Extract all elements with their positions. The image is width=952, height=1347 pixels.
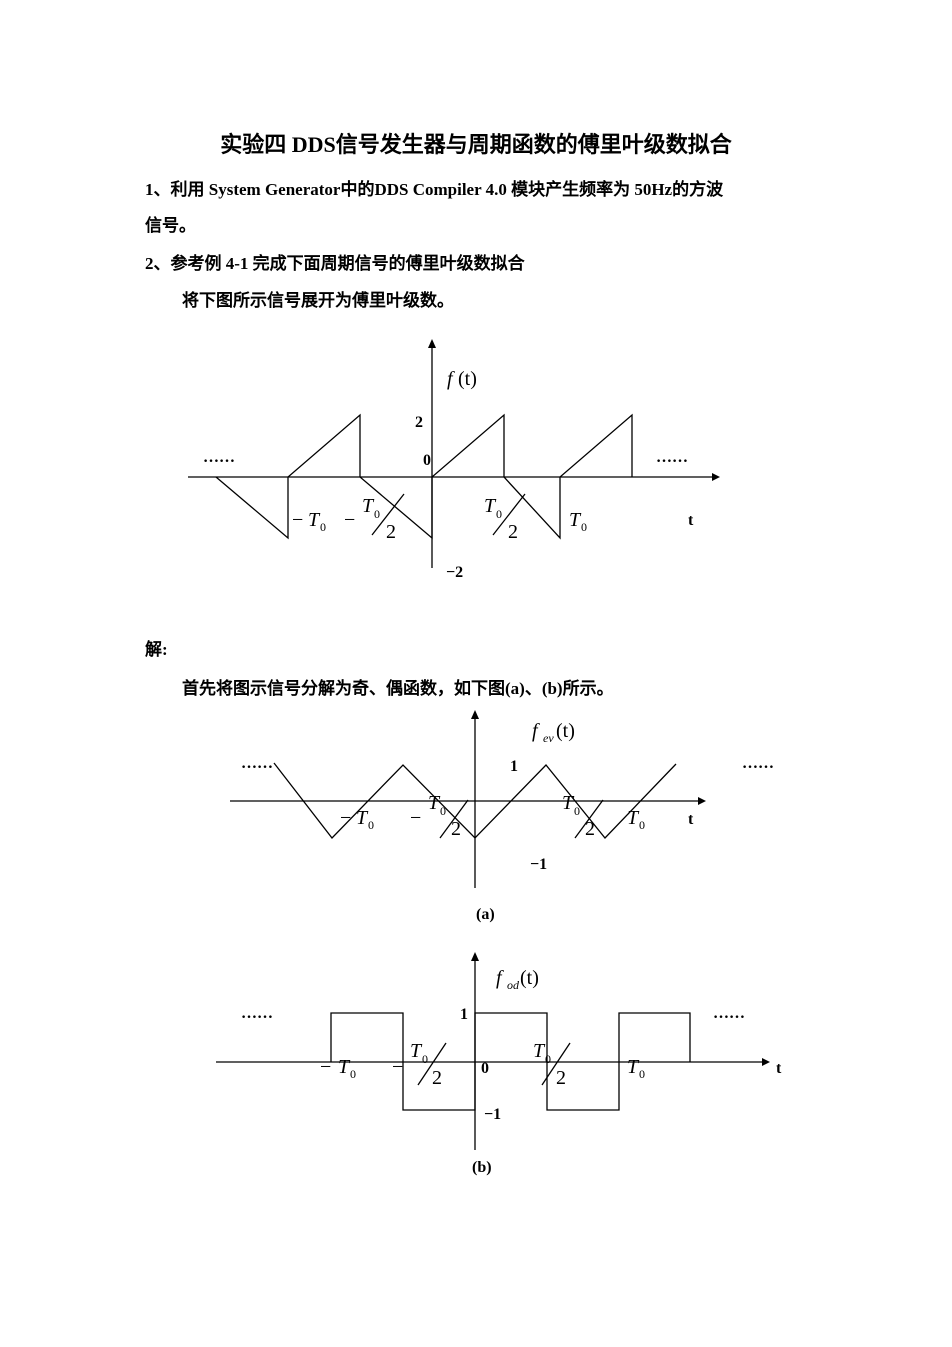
page-title: 实验四 DDS信号发生器与周期函数的傅里叶级数拟合 — [220, 132, 732, 157]
fraction-slash — [492, 493, 526, 536]
tick-T-sub: 0 — [422, 1052, 428, 1066]
ellipsis-right: …… — [656, 449, 688, 466]
task-2-line-1: 2、参考例 4-1 完成下面周期信号的傅里叶级数拟合 — [145, 254, 525, 273]
signal-waveform — [215, 413, 633, 540]
ellipsis-left: …… — [241, 1005, 273, 1022]
func-arg: (t) — [520, 967, 539, 989]
y-bottom-label: −1 — [530, 856, 547, 873]
minus-sign: − — [340, 807, 351, 829]
figure-caption: (b) — [472, 1159, 492, 1176]
minus-sign: − — [344, 509, 355, 531]
even-waveform — [273, 762, 677, 839]
origin-label: 0 — [423, 452, 431, 469]
tick-T: T — [533, 1040, 546, 1062]
func-sub: ev — [543, 731, 554, 745]
tick-denominator: 2 — [386, 521, 396, 543]
func-arg: (t) — [458, 368, 477, 390]
t-axis-label: t — [688, 811, 694, 828]
figure-fev: f ev (t) 1 −1 …… …… t − T 0 − T 0 2 T 0 … — [230, 710, 774, 923]
tick-T-sub: 0 — [496, 507, 502, 521]
minus-sign: − — [392, 1056, 403, 1078]
func-name: f — [496, 967, 504, 989]
tick-denominator: 2 — [451, 818, 461, 840]
fraction-slash — [541, 1042, 571, 1086]
tick-T-sub: 0 — [368, 818, 374, 832]
fraction-slash — [371, 493, 405, 536]
tick-denominator: 2 — [556, 1067, 566, 1089]
ellipsis-right: …… — [713, 1005, 745, 1022]
tick-T-sub: 0 — [374, 507, 380, 521]
solution-label: 解: — [145, 640, 168, 659]
tick-T-sub: 0 — [639, 1067, 645, 1081]
f-axis-arrow — [471, 710, 479, 719]
tick-T: T — [308, 509, 321, 531]
origin-label: 0 — [481, 1060, 489, 1077]
fraction-slash — [439, 799, 469, 839]
tick-T: T — [627, 1056, 640, 1078]
tick-T: T — [484, 495, 497, 517]
tick-T: T — [410, 1040, 423, 1062]
ellipsis-left: …… — [241, 755, 273, 772]
minus-sign: − — [410, 807, 421, 829]
tick-T-sub: 0 — [545, 1052, 551, 1066]
minus-sign: − — [292, 509, 303, 531]
func-arg: (t) — [556, 720, 575, 742]
task-1-line-2: 信号。 — [145, 216, 196, 235]
y-top-label: 1 — [460, 1006, 468, 1023]
tick-T-sub: 0 — [581, 520, 587, 534]
ellipsis-right: …… — [742, 755, 774, 772]
figure-f: f (t) 2 0 −2 …… …… t − T 0 − T 0 2 T 0 2… — [188, 339, 720, 581]
ellipsis-left: …… — [203, 449, 235, 466]
tick-T-sub: 0 — [639, 818, 645, 832]
figure-caption: (a) — [476, 906, 495, 923]
t-axis-arrow — [712, 473, 720, 481]
tick-T: T — [338, 1056, 351, 1078]
f-axis-arrow — [471, 952, 479, 961]
y-bottom-label: −2 — [446, 564, 463, 581]
func-name: f — [447, 368, 455, 390]
tick-T: T — [569, 509, 582, 531]
t-axis-label: t — [688, 512, 694, 529]
tick-T-sub: 0 — [320, 520, 326, 534]
t-axis-arrow — [762, 1058, 770, 1066]
tick-T: T — [362, 495, 375, 517]
figure-fod: f od (t) 1 0 −1 …… …… t − T 0 − T 0 2 T … — [216, 952, 782, 1176]
task-1-line-1: 1、利用 System Generator中的DDS Compiler 4.0 … — [145, 180, 724, 199]
task-2-line-2: 将下图所示信号展开为傅里叶级数。 — [182, 291, 454, 310]
t-axis-label: t — [776, 1060, 782, 1077]
tick-T-sub: 0 — [440, 804, 446, 818]
tick-T: T — [627, 807, 640, 829]
tick-denominator: 2 — [585, 818, 595, 840]
odd-waveform — [330, 1012, 691, 1111]
tick-T: T — [562, 792, 575, 814]
t-axis-arrow — [698, 797, 706, 805]
func-sub: od — [507, 978, 520, 992]
func-name: f — [532, 720, 540, 742]
tick-T-sub: 0 — [350, 1067, 356, 1081]
solution-text: 首先将图示信号分解为奇、偶函数，如下图(a)、(b)所示。 — [182, 679, 614, 698]
tick-T-sub: 0 — [574, 804, 580, 818]
tick-T: T — [428, 792, 441, 814]
fraction-slash — [574, 799, 604, 839]
tick-denominator: 2 — [508, 521, 518, 543]
fraction-slash — [417, 1042, 447, 1086]
f-axis-arrow — [428, 339, 436, 348]
tick-denominator: 2 — [432, 1067, 442, 1089]
y-top-label: 1 — [510, 758, 518, 775]
tick-T: T — [356, 807, 369, 829]
y-bottom-label: −1 — [484, 1106, 501, 1123]
minus-sign: − — [320, 1056, 331, 1078]
y-top-label: 2 — [415, 414, 423, 431]
